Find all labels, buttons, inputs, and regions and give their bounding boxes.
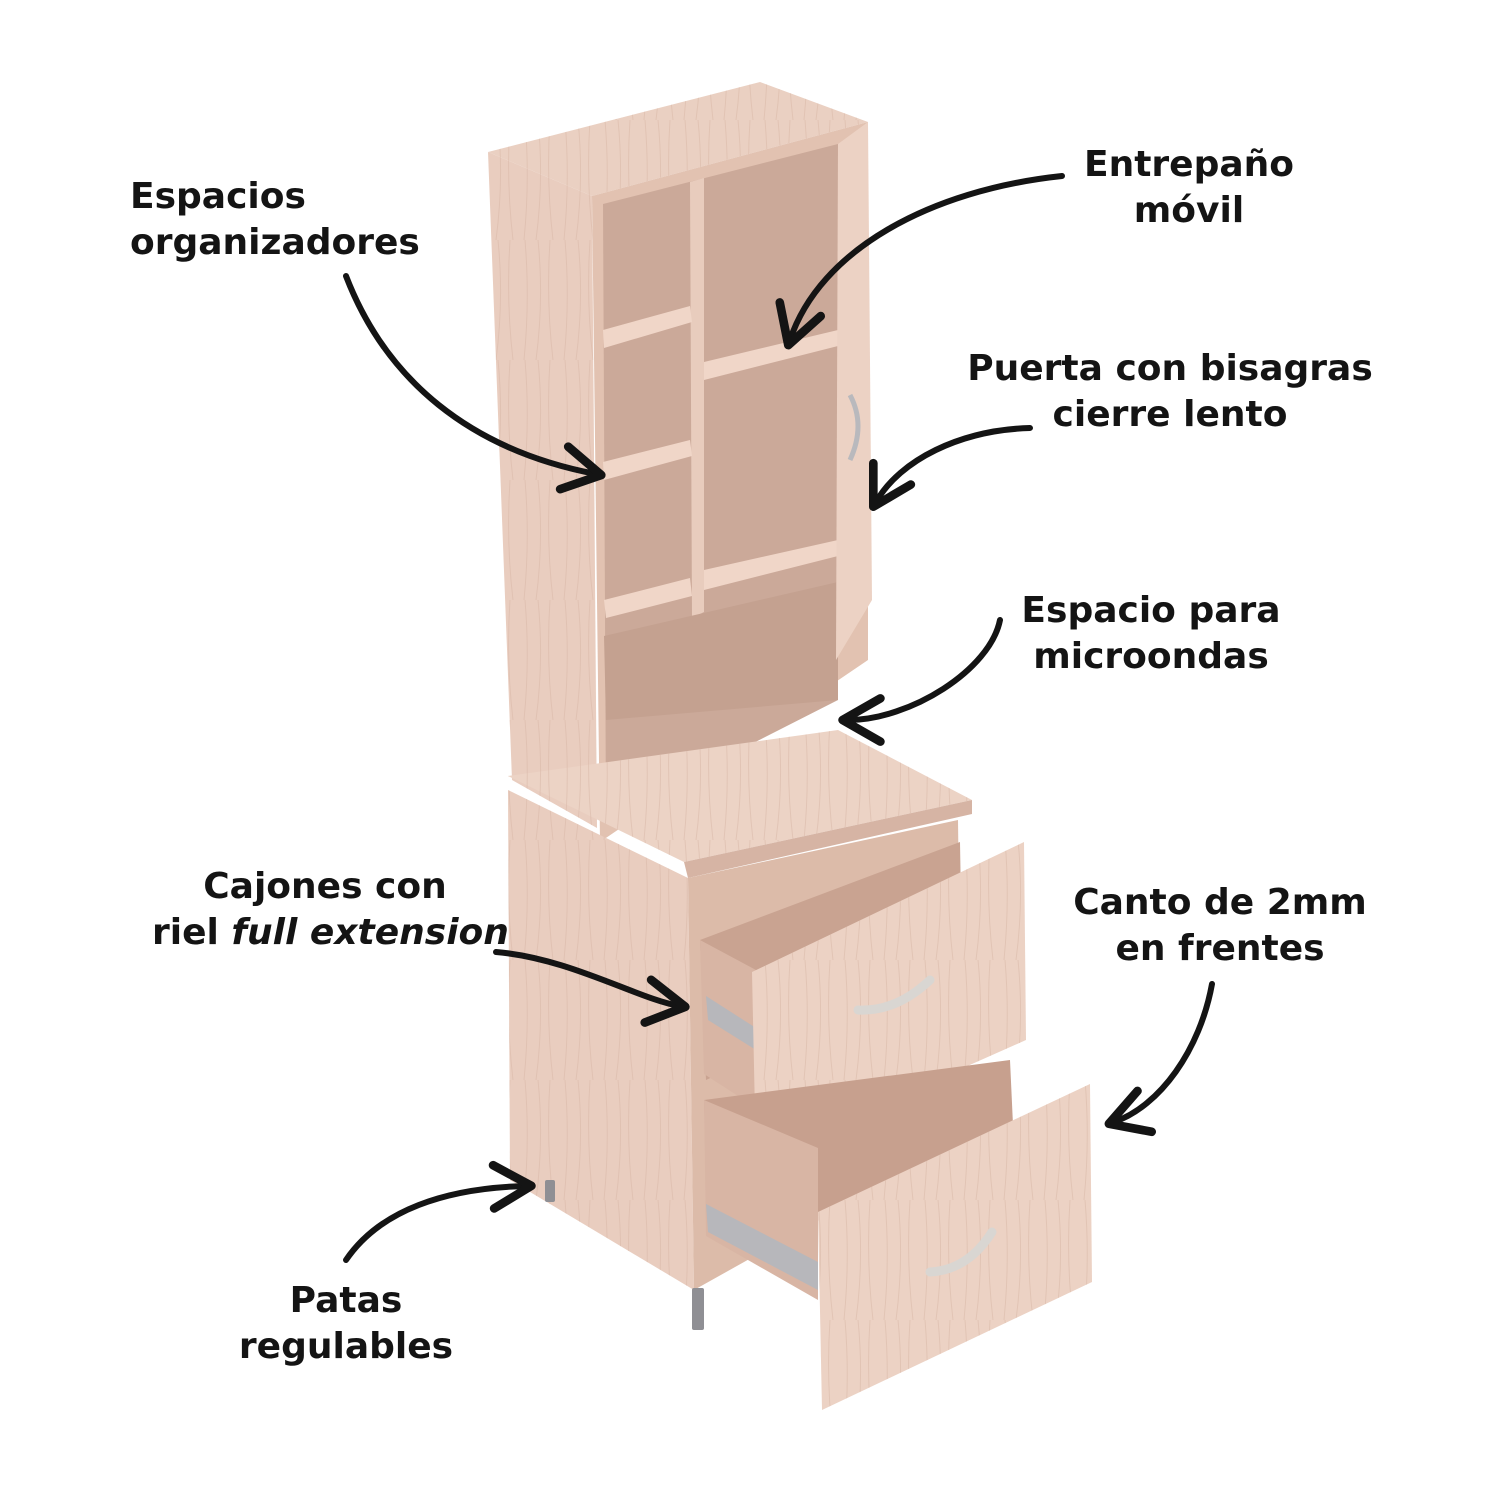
upper-drawer — [700, 842, 1026, 1160]
label-drawers: Cajones con riel full extension — [152, 864, 509, 956]
lower-drawer — [704, 1060, 1092, 1410]
adjustable-legs — [545, 1180, 704, 1330]
drawer-handle-icon — [925, 1227, 997, 1277]
label-microwave-space-line2: microondas — [1033, 636, 1269, 677]
callout-arrows — [343, 173, 1215, 1263]
arrow-microwave — [838, 617, 1003, 746]
label-adjustable-legs-line1: Patas — [289, 1280, 403, 1321]
label-edge-banding-line2: en frentes — [1115, 928, 1325, 969]
label-adjustable-legs-line2: regulables — [238, 1326, 454, 1367]
organizer-shelf — [604, 578, 692, 618]
label-movable-shelf-line2: móvil — [1133, 190, 1245, 231]
cabinet-door — [836, 122, 872, 660]
label-edge-banding: Canto de 2mm en frentes — [1060, 880, 1380, 972]
organizer-shelf — [704, 540, 838, 590]
label-microwave-space-line1: Espacio para — [1021, 590, 1281, 631]
organizer-shelf — [603, 440, 692, 480]
label-door-hinges-line1: Puerta con bisagras — [967, 348, 1373, 389]
label-door-hinges-line2: cierre lento — [1052, 394, 1288, 435]
door-handle-icon — [847, 393, 861, 462]
arrow-door — [868, 425, 1033, 512]
drawer-handle-icon — [853, 975, 935, 1015]
arrow-shelf — [775, 173, 1065, 350]
label-adjustable-legs: Patas regulables — [226, 1278, 466, 1370]
label-movable-shelf: Entrepaño móvil — [1070, 142, 1308, 234]
arrow-drawers — [493, 949, 690, 1027]
label-edge-banding-line1: Canto de 2mm — [1073, 882, 1367, 923]
organizer-shelf — [603, 306, 692, 348]
label-organizer-spaces-line1: Espacios — [130, 176, 306, 217]
arrow-legs — [343, 1160, 536, 1263]
label-drawers-italic: full extension — [231, 912, 509, 953]
label-movable-shelf-line1: Entrepaño — [1083, 144, 1295, 185]
label-door-hinges: Puerta con bisagras cierre lento — [960, 346, 1380, 438]
label-drawers-line2: riel full extension — [152, 912, 509, 953]
arrow-organizers — [343, 273, 606, 494]
drawer-rail — [706, 1204, 818, 1290]
label-organizer-spaces-line2: organizadores — [130, 222, 420, 263]
microwave-bay — [604, 582, 838, 720]
label-microwave-space: Espacio para microondas — [1010, 588, 1292, 680]
arrow-edge — [1104, 981, 1215, 1137]
drawer-rail — [706, 996, 756, 1050]
label-drawers-line1: Cajones con — [203, 866, 447, 907]
label-organizer-spaces: Espacios organizadores — [130, 174, 420, 266]
